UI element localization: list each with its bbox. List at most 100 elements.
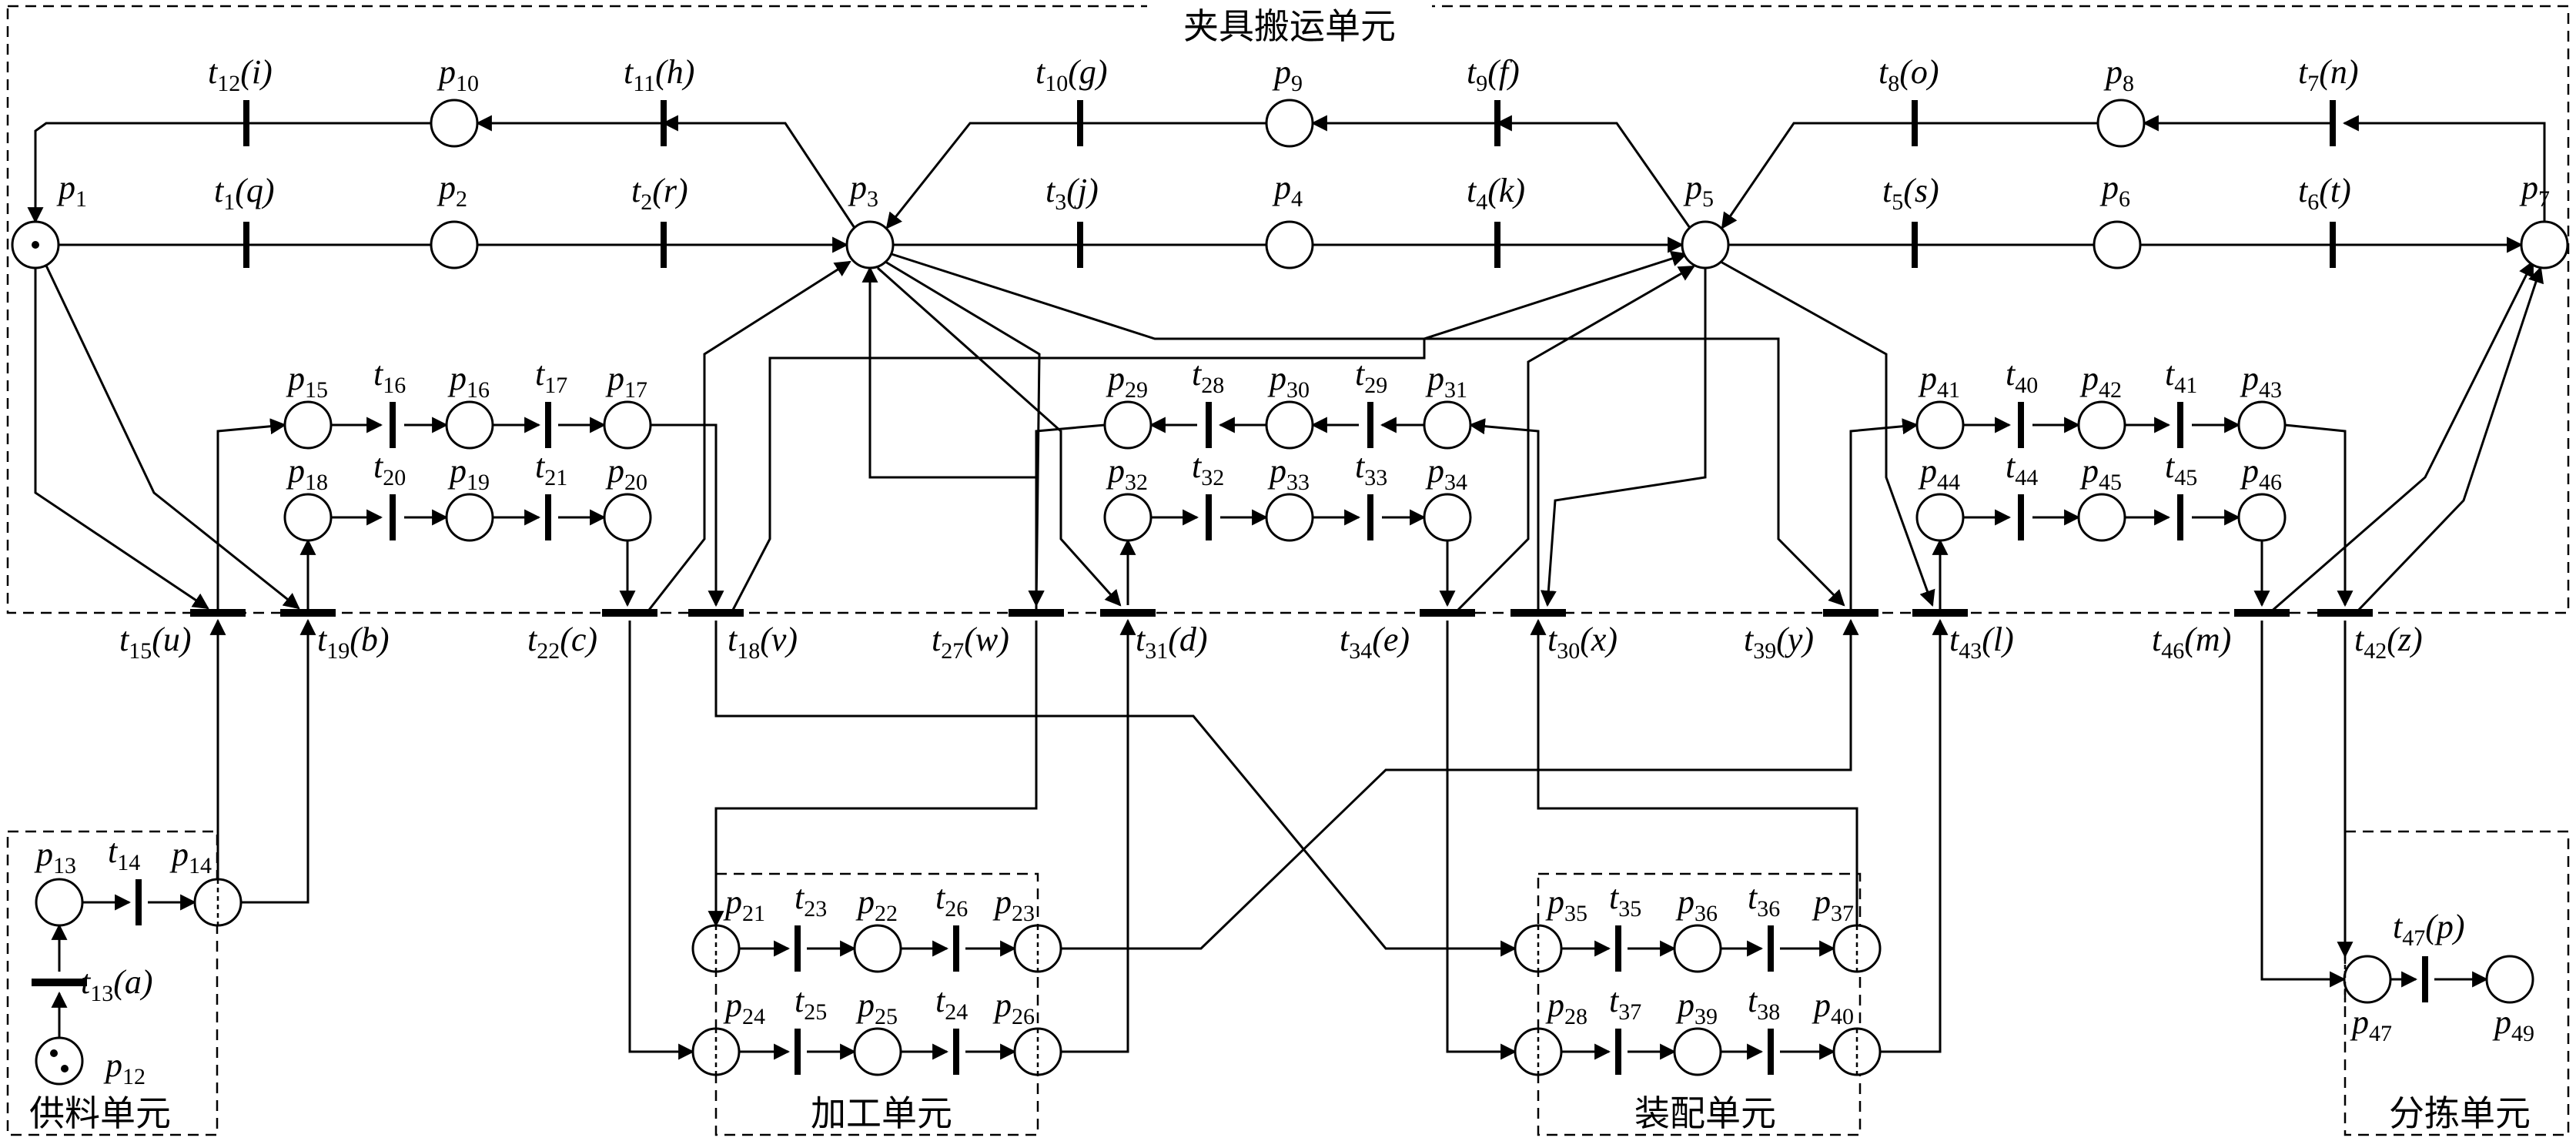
arc xyxy=(1530,618,1858,925)
place-p39 xyxy=(1673,1027,1722,1076)
place-p34 xyxy=(1423,493,1472,542)
assembly-unit-box xyxy=(1537,872,1862,1136)
transition-t43 xyxy=(1912,609,1968,617)
transition-t2 xyxy=(661,222,667,268)
place-label-p40: p40 xyxy=(1812,986,1854,1029)
sorting-unit-title: 分拣单元 xyxy=(2389,1092,2531,1134)
transition-label-t14: t14 xyxy=(108,832,140,875)
arc xyxy=(651,423,724,607)
place-p17 xyxy=(603,400,652,450)
transition-label-t3: t3(j) xyxy=(1045,172,1099,215)
place-p44 xyxy=(1915,493,1965,542)
arc xyxy=(1721,122,2098,229)
place-p41 xyxy=(1915,400,1965,450)
transition-t8 xyxy=(1912,100,1918,146)
place-label-p4: p4 xyxy=(1272,169,1303,212)
place-p43 xyxy=(2237,400,2287,450)
place-p31 xyxy=(1423,400,1472,450)
arc xyxy=(1468,418,1540,613)
transition-label-t34: t34(e) xyxy=(1340,621,1410,664)
transition-t22 xyxy=(602,609,657,617)
place-p37 xyxy=(1832,924,1882,973)
transition-label-t25: t25 xyxy=(795,982,827,1025)
transition-label-t19: t19(b) xyxy=(317,621,390,664)
place-label-p31: p31 xyxy=(1425,360,1467,403)
machining-unit-title: 加工单元 xyxy=(811,1092,952,1134)
transition-t33 xyxy=(1367,494,1373,540)
place-p10 xyxy=(430,99,479,148)
place-p20 xyxy=(603,493,652,542)
place-label-p8: p8 xyxy=(2103,53,2134,96)
place-label-p24: p24 xyxy=(723,986,765,1029)
transition-t5 xyxy=(1912,222,1918,268)
transition-t28 xyxy=(1206,402,1212,448)
transition-label-t30: t30(x) xyxy=(1547,621,1618,664)
place-p14 xyxy=(193,878,243,927)
token xyxy=(50,1049,58,1057)
place-label-p28: p28 xyxy=(1545,986,1587,1029)
place-label-p18: p18 xyxy=(286,452,328,495)
place-p16 xyxy=(445,400,494,450)
place-p45 xyxy=(2077,493,2126,542)
transition-label-t43: t43(l) xyxy=(1949,621,2014,664)
transition-t23 xyxy=(795,925,801,972)
place-label-p9: p9 xyxy=(1272,53,1303,96)
transition-label-t27: t27(w) xyxy=(932,621,1009,664)
arc xyxy=(1540,268,1707,607)
place-label-p26: p26 xyxy=(992,986,1035,1029)
transition-t16 xyxy=(390,402,396,448)
transition-t19 xyxy=(280,609,336,617)
transition-label-t41: t41 xyxy=(2165,355,2197,398)
transition-t7 xyxy=(2330,100,2336,146)
transition-t18 xyxy=(688,609,744,617)
place-label-p33: p33 xyxy=(1267,452,1310,495)
arc xyxy=(2354,266,2544,614)
transition-label-t39: t39(y) xyxy=(1744,621,1814,664)
place-p15 xyxy=(283,400,333,450)
arc xyxy=(45,265,300,610)
place-label-p44: p44 xyxy=(1918,452,1960,495)
arc xyxy=(1495,115,1691,229)
transition-label-t31: t31(d) xyxy=(1136,621,1208,664)
place-p9 xyxy=(1265,99,1314,148)
transition-label-t8: t8(o) xyxy=(1878,53,1939,96)
transition-label-t12: t12(i) xyxy=(208,53,273,96)
transition-t29 xyxy=(1367,402,1373,448)
place-p30 xyxy=(1265,400,1314,450)
transition-label-t35: t35 xyxy=(1609,878,1641,922)
arc xyxy=(2260,621,2347,988)
transition-t9 xyxy=(1494,100,1500,146)
transition-t30 xyxy=(1510,609,1566,617)
place-label-p29: p29 xyxy=(1106,360,1148,403)
arc xyxy=(2269,260,2534,614)
arc xyxy=(1454,265,1695,614)
place-p47 xyxy=(2343,955,2392,1004)
arc xyxy=(1720,260,1935,607)
arcs xyxy=(27,115,2546,1078)
place-label-p43: p43 xyxy=(2240,360,2282,403)
transition-t34 xyxy=(1420,609,1475,617)
place-label-p17: p17 xyxy=(605,360,647,403)
arc xyxy=(27,122,431,224)
transition-label-t26: t26 xyxy=(935,878,968,922)
place-p28 xyxy=(1514,1027,1563,1076)
transition-t37 xyxy=(1615,1029,1621,1075)
supply-unit-box xyxy=(6,830,219,1136)
place-p32 xyxy=(1103,493,1153,542)
transition-label-t1: t1(q) xyxy=(214,172,275,215)
arc xyxy=(2342,115,2546,222)
transition-label-t16: t16 xyxy=(373,355,406,398)
arc xyxy=(1061,618,1859,950)
place-p46 xyxy=(2237,493,2287,542)
fixture-unit-title: 夹具搬运单元 xyxy=(1183,5,1396,47)
place-p4 xyxy=(1265,220,1314,269)
transition-t11 xyxy=(661,100,667,146)
arc xyxy=(1880,618,1949,1053)
transition-label-t7: t7(n) xyxy=(2298,53,2359,96)
place-label-p45: p45 xyxy=(2079,452,2122,495)
place-label-p6: p6 xyxy=(2099,169,2130,212)
arc xyxy=(645,260,851,614)
transition-label-t17: t17 xyxy=(535,355,567,398)
transition-t45 xyxy=(2177,494,2183,540)
place-label-p10: p10 xyxy=(437,53,479,96)
